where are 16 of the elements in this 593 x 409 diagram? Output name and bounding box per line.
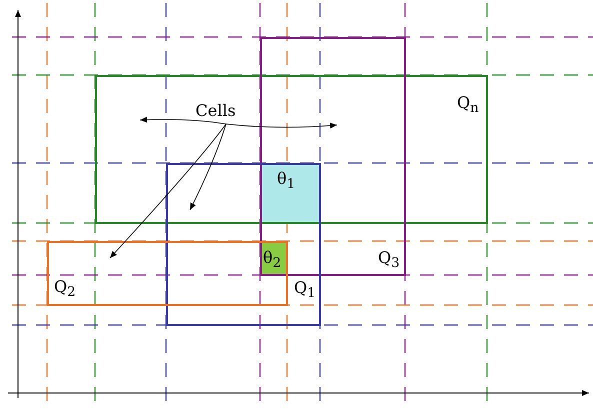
leader-arrow — [190, 124, 226, 210]
region-rectangle — [47, 241, 288, 306]
region-label: θ$_{1}$ — [277, 170, 296, 194]
region-label: Q$_{3}$ — [378, 249, 400, 274]
region-rectangle — [166, 163, 321, 326]
region-label: Q$_{2}$ — [54, 278, 76, 302]
region-rectangle — [260, 37, 406, 276]
leader-arrow — [110, 124, 226, 258]
callout-text: Cells — [196, 102, 236, 120]
region-rectangle — [95, 75, 488, 224]
region-label: Q$_{1}$ — [294, 279, 316, 304]
region-label: θ$_{2}$ — [263, 249, 282, 274]
leader-arrow — [226, 122, 338, 129]
shaded-cell — [260, 163, 320, 223]
region-label: Q$_{n}$ — [457, 94, 479, 118]
leader-arrow — [140, 116, 226, 124]
